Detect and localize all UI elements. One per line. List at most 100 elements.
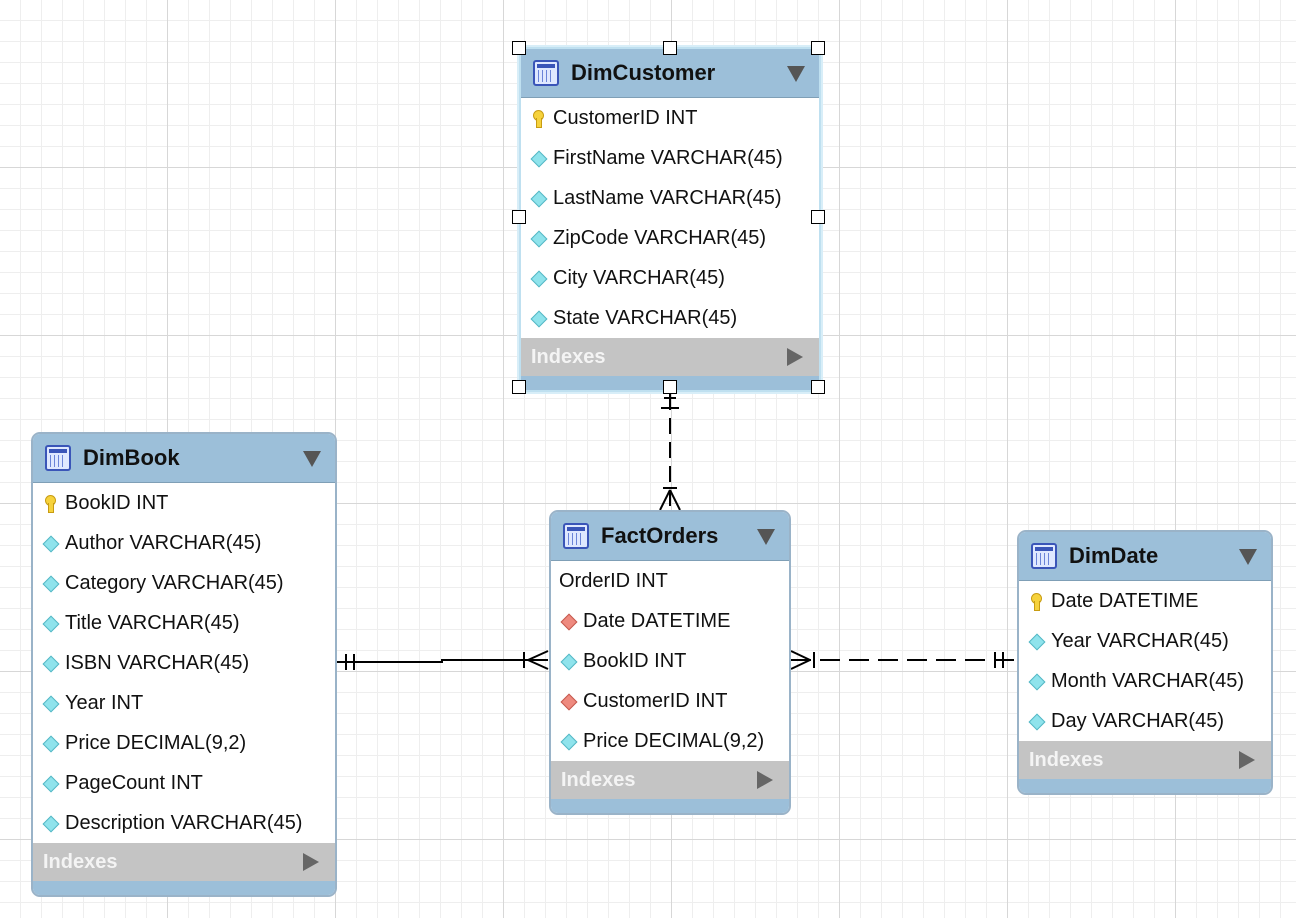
resize-handle-top-center[interactable] [663,41,677,55]
resize-handle-bottom-center[interactable] [663,380,677,394]
column-label: Date DATETIME [1051,589,1199,612]
column-row[interactable]: Category VARCHAR(45) [33,563,335,603]
column-row[interactable]: BookID INT [33,483,335,523]
column-row[interactable]: PageCount INT [33,763,335,803]
indexes-section[interactable]: Indexes [551,761,789,799]
column-row[interactable]: ZipCode VARCHAR(45) [521,218,819,258]
column-label: Price DECIMAL(9,2) [65,731,247,754]
indexes-label: Indexes [561,768,636,791]
column-list: CustomerID INT FirstName VARCHAR(45) LastN… [521,98,819,338]
expand-triangle-icon[interactable] [757,771,773,789]
column-diamond-icon [1027,672,1045,690]
table-factorders[interactable]: FactOrders OrderID INT Date DATETIME BookI… [549,510,791,815]
resize-handle-top-left[interactable] [512,41,526,55]
indexes-section[interactable]: Indexes [1019,741,1271,779]
column-row[interactable]: State VARCHAR(45) [521,298,819,338]
column-label: CustomerID INT [553,106,698,129]
column-label: City VARCHAR(45) [553,266,725,289]
column-row[interactable]: Date DATETIME [1019,581,1271,621]
relationship-dimcustomer-factorders[interactable] [659,394,681,511]
expand-triangle-icon[interactable] [1239,751,1255,769]
collapse-triangle-icon[interactable] [1239,549,1257,565]
collapse-triangle-icon[interactable] [787,66,805,82]
table-header[interactable]: FactOrders [551,512,789,561]
table-header[interactable]: DimBook [33,434,335,483]
relationship-dimdate-factorders[interactable] [790,650,1017,670]
column-row[interactable]: Year VARCHAR(45) [1019,621,1271,661]
column-label: Author VARCHAR(45) [65,531,262,554]
resize-handle-middle-right[interactable] [811,210,825,224]
column-label: Category VARCHAR(45) [65,571,284,594]
column-list: BookID INT Author VARCHAR(45) Category VAR… [33,483,335,843]
table-footer [33,881,335,895]
table-icon [563,523,589,549]
column-row[interactable]: ISBN VARCHAR(45) [33,643,335,683]
column-diamond-icon [1027,712,1045,730]
column-row[interactable]: Day VARCHAR(45) [1019,701,1271,741]
column-row[interactable]: CustomerID INT [521,98,819,138]
collapse-triangle-icon[interactable] [303,451,321,467]
expand-triangle-icon[interactable] [303,853,319,871]
column-diamond-icon [41,734,59,752]
table-icon [1031,543,1057,569]
table-dimdate[interactable]: DimDate Date DATETIME Year VARCHAR(45) Mon… [1017,530,1273,795]
column-row[interactable]: City VARCHAR(45) [521,258,819,298]
table-dimbook[interactable]: DimBook BookID INT Author VARCHAR(45) Cate… [31,432,337,897]
column-label: Title VARCHAR(45) [65,611,240,634]
column-label: Price DECIMAL(9,2) [583,729,765,752]
column-diamond-icon [529,189,547,207]
resize-handle-middle-left[interactable] [512,210,526,224]
indexes-section[interactable]: Indexes [33,843,335,881]
indexes-label: Indexes [43,850,118,873]
column-label: Month VARCHAR(45) [1051,669,1245,692]
table-header[interactable]: DimDate [1019,532,1271,581]
column-row[interactable]: Description VARCHAR(45) [33,803,335,843]
column-label: FirstName VARCHAR(45) [553,146,783,169]
foreign-key-diamond-icon [559,612,577,630]
column-diamond-icon [41,814,59,832]
column-row[interactable]: Title VARCHAR(45) [33,603,335,643]
column-row[interactable]: Author VARCHAR(45) [33,523,335,563]
column-label: Day VARCHAR(45) [1051,709,1224,732]
column-row[interactable]: LastName VARCHAR(45) [521,178,819,218]
column-row[interactable]: OrderID INT [551,561,789,601]
collapse-triangle-icon[interactable] [757,529,775,545]
column-label: Date DATETIME [583,609,731,632]
column-diamond-icon [41,654,59,672]
column-diamond-icon [41,774,59,792]
table-icon [533,60,559,86]
table-header[interactable]: DimCustomer [521,49,819,98]
table-icon [45,445,71,471]
indexes-label: Indexes [531,345,606,368]
column-label: Year VARCHAR(45) [1051,629,1229,652]
column-diamond-icon [529,269,547,287]
table-footer [551,799,789,813]
column-label: Description VARCHAR(45) [65,811,303,834]
column-diamond-icon [529,149,547,167]
column-diamond-icon [559,652,577,670]
column-diamond-icon [559,732,577,750]
column-label: PageCount INT [65,771,203,794]
indexes-section[interactable]: Indexes [521,338,819,376]
primary-key-icon [41,494,59,513]
resize-handle-top-right[interactable] [811,41,825,55]
table-dimcustomer[interactable]: DimCustomer CustomerID INT FirstName VARC… [519,47,821,392]
column-row[interactable]: BookID INT [551,641,789,681]
indexes-label: Indexes [1029,748,1104,771]
column-label: ISBN VARCHAR(45) [65,651,250,674]
column-row[interactable]: FirstName VARCHAR(45) [521,138,819,178]
column-row[interactable]: Date DATETIME [551,601,789,641]
column-row[interactable]: Month VARCHAR(45) [1019,661,1271,701]
column-row[interactable]: Year INT [33,683,335,723]
column-row[interactable]: Price DECIMAL(9,2) [33,723,335,763]
column-label: ZipCode VARCHAR(45) [553,226,767,249]
table-footer [1019,779,1271,793]
column-label: CustomerID INT [583,689,728,712]
relationship-dimbook-factorders[interactable] [337,650,549,670]
column-diamond-icon [529,309,547,327]
column-row[interactable]: Price DECIMAL(9,2) [551,721,789,761]
column-row[interactable]: CustomerID INT [551,681,789,721]
resize-handle-bottom-left[interactable] [512,380,526,394]
expand-triangle-icon[interactable] [787,348,803,366]
resize-handle-bottom-right[interactable] [811,380,825,394]
